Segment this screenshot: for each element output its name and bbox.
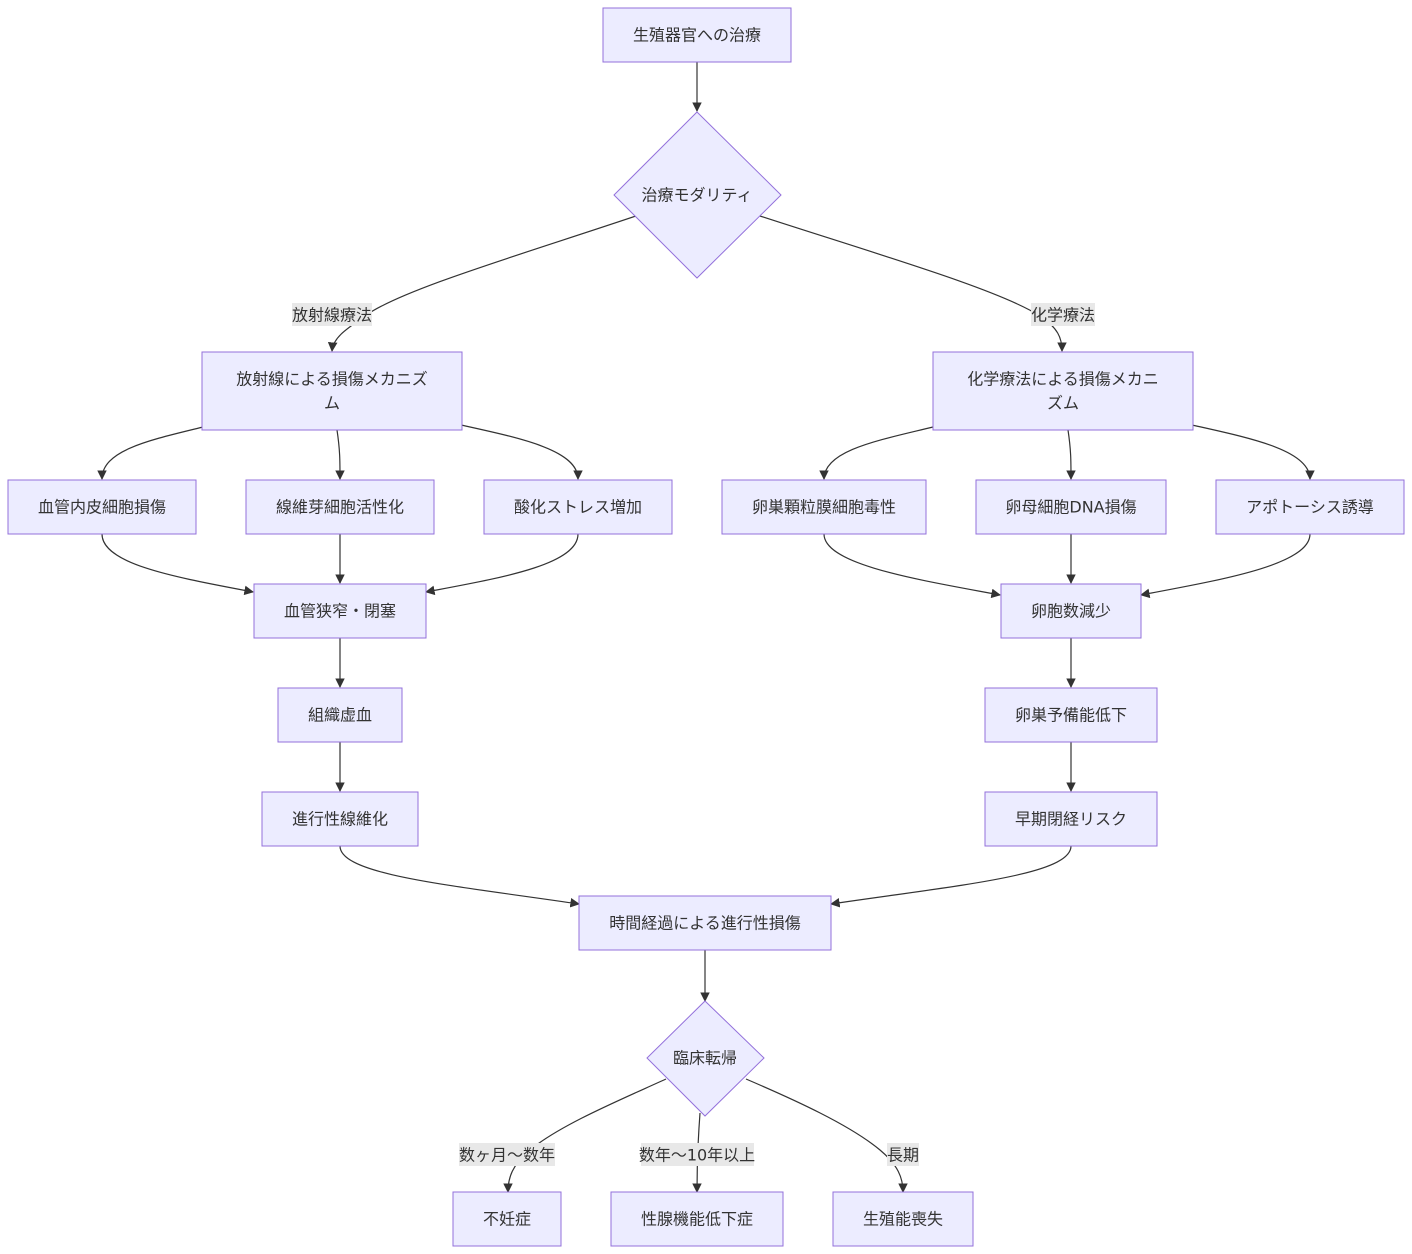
edge-radmech-endothelial xyxy=(97,426,204,480)
edge-label-bg xyxy=(1031,303,1095,326)
edge-apoptosis-follicle xyxy=(1140,533,1311,599)
edge-label-text: 放射線療法 xyxy=(292,306,372,325)
node-vascular: 血管狭窄・閉塞 xyxy=(253,583,427,639)
edge-fibrosis-progressive xyxy=(339,845,580,908)
nodes: 生殖器官への治療 治療モダリティ 放射線による損傷メカニズ ム 化学療法による損… xyxy=(7,7,1405,1247)
node-chemo-mechanism-line1: 化学療法による損傷メカニ xyxy=(967,370,1159,389)
edge-chemomech-granulosa xyxy=(819,426,934,480)
node-menopause: 早期閉経リスク xyxy=(984,791,1158,847)
edge-label-long-term: 長期 xyxy=(887,1143,919,1166)
edge-label-years-10: 数年～10年以上 xyxy=(639,1143,755,1166)
node-hypogonadism: 性腺機能低下症 xyxy=(610,1191,784,1247)
edge-label-radiation: 放射線療法 xyxy=(292,303,372,326)
edges xyxy=(97,62,1315,1193)
edge-label-text: 数年～10年以上 xyxy=(639,1146,755,1165)
node-modality-label: 治療モダリティ xyxy=(641,186,752,205)
node-ischemia-label: 組織虚血 xyxy=(308,706,372,725)
node-oocyte-dna-label: 卵母細胞DNA損傷 xyxy=(1005,498,1136,517)
edge-label-bg xyxy=(292,303,372,326)
node-follicle: 卵胞数減少 xyxy=(1000,583,1142,639)
node-radiation-mechanism-line1: 放射線による損傷メカニズ xyxy=(236,370,428,389)
node-loss-label: 生殖能喪失 xyxy=(863,1210,943,1229)
edge-granulosa-follicle xyxy=(823,533,1001,599)
node-fibrosis: 進行性線維化 xyxy=(261,791,419,847)
node-infertility-label: 不妊症 xyxy=(483,1210,531,1229)
edge-chemomech-apoptosis xyxy=(1191,424,1315,480)
node-oxidative: 酸化ストレス増加 xyxy=(483,479,673,535)
node-oxidative-label: 酸化ストレス増加 xyxy=(514,498,642,517)
edge-label-bg xyxy=(887,1143,919,1166)
edge-menopause-progressive xyxy=(830,845,1072,908)
node-apoptosis: アポトーシス誘導 xyxy=(1215,479,1405,535)
edge-labels: 放射線療法 化学療法 数ヶ月～数年 数年～10年以上 長期 xyxy=(292,303,1095,1166)
node-oocyte-dna: 卵母細胞DNA損傷 xyxy=(975,479,1167,535)
node-progressive: 時間経過による進行性損傷 xyxy=(578,895,832,951)
edge-oxidative-vascular xyxy=(425,533,579,596)
node-granulosa: 卵巣顆粒膜細胞毒性 xyxy=(721,479,927,535)
edge-label-text: 化学療法 xyxy=(1031,306,1095,325)
node-granulosa-label: 卵巣顆粒膜細胞毒性 xyxy=(752,498,896,517)
edge-label-bg xyxy=(459,1143,555,1166)
node-outcome-decision: 臨床転帰 xyxy=(646,1000,765,1117)
edge-modality-chemo xyxy=(759,215,1067,352)
node-modality-decision: 治療モダリティ xyxy=(613,111,782,279)
node-loss: 生殖能喪失 xyxy=(832,1191,974,1247)
edge-outcome-loss xyxy=(745,1078,908,1193)
node-chemo-mechanism-line2: ズム xyxy=(1047,394,1079,413)
node-start-label: 生殖器官への治療 xyxy=(633,26,761,45)
node-reserve-label: 卵巣予備能低下 xyxy=(1015,706,1127,725)
node-ischemia: 組織虚血 xyxy=(277,687,403,743)
node-fibroblast: 線維芽細胞活性化 xyxy=(245,479,435,535)
node-endothelial: 血管内皮細胞損傷 xyxy=(7,479,197,535)
edge-label-text: 長期 xyxy=(887,1146,919,1165)
node-menopause-label: 早期閉経リスク xyxy=(1015,810,1127,829)
node-infertility: 不妊症 xyxy=(452,1191,562,1247)
node-follicle-label: 卵胞数減少 xyxy=(1031,602,1111,621)
edge-label-months-years: 数ヶ月～数年 xyxy=(459,1143,555,1166)
node-fibroblast-label: 線維芽細胞活性化 xyxy=(276,498,404,517)
edge-radmech-oxidative xyxy=(460,424,583,480)
edge-endothelial-vascular xyxy=(101,533,254,596)
node-endothelial-label: 血管内皮細胞損傷 xyxy=(38,498,166,517)
node-outcome-label: 臨床転帰 xyxy=(673,1049,737,1068)
node-radiation-mechanism-line2: ム xyxy=(324,394,340,413)
node-vascular-label: 血管狭窄・閉塞 xyxy=(284,602,396,621)
node-reserve: 卵巣予備能低下 xyxy=(984,687,1158,743)
edge-label-chemo: 化学療法 xyxy=(1031,303,1095,326)
node-progressive-label: 時間経過による進行性損傷 xyxy=(609,914,801,933)
node-chemo-mechanism: 化学療法による損傷メカニ ズム xyxy=(932,351,1194,431)
edge-radmech-fibroblast xyxy=(335,429,345,480)
edge-modality-radiation xyxy=(327,215,637,352)
edge-outcome-infertility xyxy=(503,1078,667,1193)
node-hypogonadism-label: 性腺機能低下症 xyxy=(641,1210,753,1229)
node-fibrosis-label: 進行性線維化 xyxy=(292,810,388,829)
node-radiation-mechanism: 放射線による損傷メカニズ ム xyxy=(201,351,463,431)
edge-label-bg xyxy=(641,1143,754,1166)
edge-chemomech-oocyte xyxy=(1066,429,1076,480)
node-apoptosis-label: アポトーシス誘導 xyxy=(1246,498,1374,517)
edge-label-text: 数ヶ月～数年 xyxy=(459,1146,555,1165)
node-start: 生殖器官への治療 xyxy=(602,7,792,63)
